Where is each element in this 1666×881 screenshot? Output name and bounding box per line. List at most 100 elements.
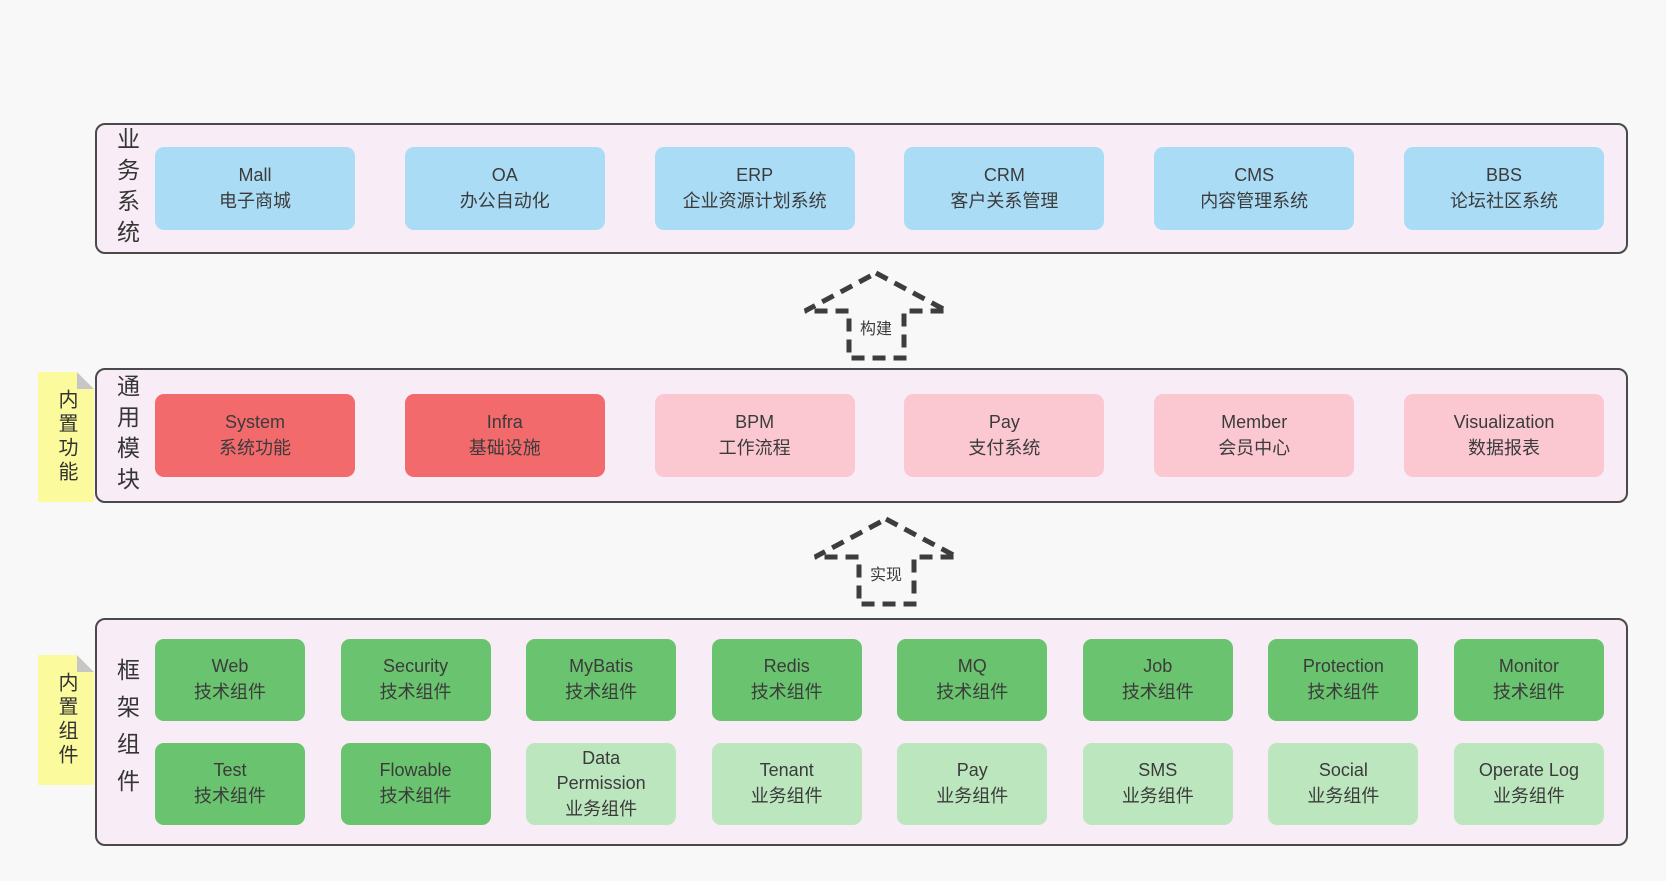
component-subtitle: 业务组件 [565, 798, 638, 819]
component-name: Social [1318, 760, 1368, 781]
module-subtitle: 系统功能 [219, 437, 291, 458]
component-name: Monitor [1498, 656, 1559, 677]
component-subtitle: 技术组件 [936, 682, 1009, 702]
sticky-note-builtin-features: 内置功能 [38, 372, 94, 502]
module-subtitle: 论坛社区系统 [1449, 190, 1558, 211]
component-name: Protection [1302, 656, 1384, 677]
component-subtitle: 技术组件 [379, 682, 452, 702]
components-box-row-1: Web 技术组件 Security 技术组件 MyBatis 技术组件 [155, 639, 1604, 721]
module-box: Pay 支付系统 [904, 394, 1105, 477]
sticky-text: 内置功能 [55, 389, 77, 485]
component-subtitle: 技术组件 [750, 682, 823, 702]
sticky-note-builtin-components: 内置组件 [38, 655, 94, 785]
component-name: Test [213, 760, 247, 781]
business-box-row: Mall 电子商城 OA 办公自动化 ERP 企业资源计划系统 CRM 客户关系… [155, 125, 1626, 252]
modules-box-row: System 系统功能 Infra 基础设施 BPM 工作流程 Pay 支付系统 [155, 370, 1626, 501]
component-subtitle: 技术组件 [1492, 682, 1565, 702]
component-subtitle: 技术组件 [194, 786, 266, 806]
band-label: 通用模块 [113, 373, 140, 498]
module-box: CRM 客户关系管理 [904, 147, 1105, 230]
module-name: CMS [1234, 164, 1275, 185]
component-box: SMS 业务组件 [1082, 743, 1233, 825]
module-name: Visualization [1453, 411, 1555, 432]
module-box: Member 会员中心 [1154, 394, 1355, 477]
module-box: System 系统功能 [155, 394, 355, 477]
component-name: Redis [763, 656, 810, 677]
band-label-column: 业务系统 [97, 125, 155, 252]
component-subtitle: 业务组件 [936, 786, 1009, 806]
module-subtitle: 企业资源计划系统 [682, 190, 827, 211]
component-box: Test 技术组件 [155, 743, 305, 825]
component-subtitle: 技术组件 [565, 682, 638, 702]
component-name: Tenant [759, 760, 814, 781]
module-box: BPM 工作流程 [654, 394, 855, 477]
module-subtitle: 电子商城 [219, 190, 291, 211]
folded-corner-icon [77, 655, 94, 672]
module-name: CRM [983, 164, 1025, 185]
component-subtitle: 技术组件 [379, 786, 452, 806]
band-label: 业务系统 [113, 126, 140, 251]
components-box-row-2: Test 技术组件 Flowable 技术组件 Data Permission … [155, 743, 1604, 825]
component-box: Tenant 业务组件 [711, 743, 862, 825]
component-box: Job 技术组件 [1082, 639, 1233, 721]
component-subtitle: 技术组件 [1307, 682, 1380, 702]
module-subtitle: 工作流程 [718, 437, 791, 458]
component-name: Operate Log [1478, 760, 1579, 781]
component-subtitle: 业务组件 [1492, 786, 1565, 806]
component-name: Web [211, 656, 249, 677]
component-box: Web 技术组件 [155, 639, 305, 721]
component-subtitle: 业务组件 [1121, 786, 1194, 806]
arrow-implement: 实现 [811, 514, 961, 608]
module-subtitle: 会员中心 [1218, 437, 1291, 458]
band-common-modules: 通用模块 System 系统功能 Infra 基础设施 BPM 工作流程 [95, 368, 1628, 503]
band-business-systems: 业务系统 Mall 电子商城 OA 办公自动化 ERP 企业资源计划系统 [95, 123, 1628, 254]
component-box: Operate Log 业务组件 [1453, 743, 1604, 825]
component-box: Pay 业务组件 [897, 743, 1048, 825]
module-name: Mall [238, 164, 272, 185]
module-name: Member [1221, 411, 1288, 432]
module-subtitle: 客户关系管理 [950, 190, 1059, 211]
components-rows: Web 技术组件 Security 技术组件 MyBatis 技术组件 [155, 620, 1626, 844]
component-box: MQ 技术组件 [897, 639, 1048, 721]
module-box: BBS 论坛社区系统 [1403, 147, 1604, 230]
component-box: MyBatis 技术组件 [526, 639, 677, 721]
component-box: Protection 技术组件 [1268, 639, 1419, 721]
module-subtitle: 数据报表 [1467, 437, 1540, 458]
module-name: System [224, 411, 285, 432]
component-name: Security [383, 656, 449, 677]
arrow-build: 构建 [801, 268, 951, 362]
component-box: Social 业务组件 [1268, 743, 1419, 825]
component-subtitle: 技术组件 [1121, 682, 1194, 702]
component-box: Data Permission 业务组件 [526, 743, 677, 825]
component-box: Redis 技术组件 [711, 639, 862, 721]
folded-corner-icon [77, 372, 94, 389]
module-box: Visualization 数据报表 [1403, 394, 1604, 477]
module-box: OA 办公自动化 [404, 147, 605, 230]
component-name: SMS [1138, 760, 1178, 781]
component-box: Flowable 技术组件 [340, 743, 491, 825]
component-name: MQ [957, 656, 987, 677]
module-subtitle: 办公自动化 [459, 190, 550, 211]
component-subtitle: 业务组件 [1307, 786, 1380, 806]
module-name: Pay [988, 411, 1020, 432]
module-subtitle: 基础设施 [468, 437, 541, 458]
module-subtitle: 支付系统 [968, 437, 1041, 458]
dashed-up-arrow-icon [813, 516, 959, 607]
band-label-column: 通用模块 [97, 370, 155, 501]
component-box: Monitor 技术组件 [1453, 639, 1604, 721]
module-box: ERP 企业资源计划系统 [654, 147, 855, 230]
component-subtitle: 业务组件 [750, 786, 823, 806]
band-label: 框架组件 [113, 658, 140, 806]
sticky-text: 内置组件 [55, 672, 77, 768]
module-name: BBS [1485, 164, 1522, 185]
module-box: Mall 电子商城 [155, 147, 355, 230]
module-name: Infra [486, 411, 523, 432]
module-name: BPM [735, 411, 775, 432]
component-name: MyBatis [569, 656, 634, 677]
module-box: Infra 基础设施 [404, 394, 605, 477]
module-name: ERP [736, 164, 774, 185]
component-subtitle: 技术组件 [194, 682, 266, 702]
band-framework-components: 框架组件 Web 技术组件 Security 技术组件 MyBati [95, 618, 1628, 846]
component-name: Job [1143, 656, 1173, 677]
